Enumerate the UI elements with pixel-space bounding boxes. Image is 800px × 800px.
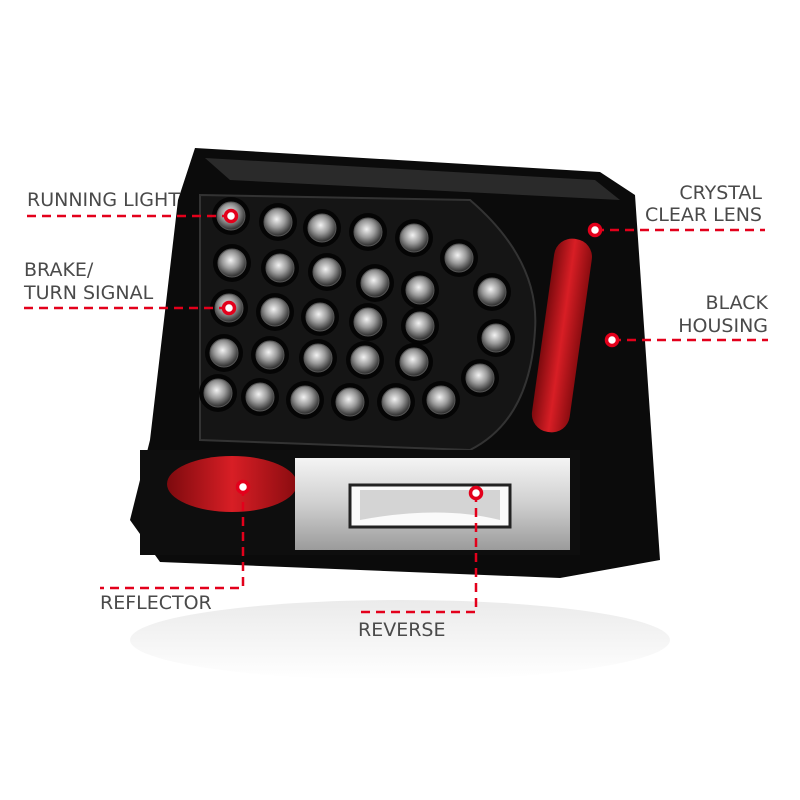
reverse-lens-detail	[360, 490, 500, 520]
side-reflector	[531, 238, 592, 433]
reflector	[167, 456, 297, 512]
led	[381, 387, 411, 417]
reflector-dot	[235, 479, 251, 495]
led	[481, 323, 511, 353]
led	[260, 297, 290, 327]
led	[263, 207, 293, 237]
floor-reflection	[130, 600, 670, 680]
led	[265, 253, 295, 283]
housing-top-edge	[205, 158, 620, 200]
brake-dot	[221, 300, 237, 316]
led	[290, 385, 320, 415]
callout-brake-line2: TURN SIGNAL	[24, 282, 154, 304]
led	[465, 363, 495, 393]
callout-lens-line2: CLEAR LENS	[645, 204, 762, 226]
led	[312, 257, 342, 287]
led	[353, 217, 383, 247]
led	[399, 223, 429, 253]
led	[477, 277, 507, 307]
led	[307, 213, 337, 243]
led	[360, 268, 390, 298]
running-light-dot	[223, 208, 239, 224]
reverse-dot	[468, 485, 484, 501]
callout-lines	[24, 214, 768, 614]
callout-brake-line1: BRAKE/	[24, 259, 94, 281]
callout-housing-line2: HOUSING	[678, 315, 768, 337]
led	[217, 248, 247, 278]
led	[209, 338, 239, 368]
led	[350, 345, 380, 375]
led	[203, 378, 233, 408]
callout-housing-line1: BLACK	[705, 292, 768, 314]
led	[399, 347, 429, 377]
led	[305, 302, 335, 332]
led	[245, 382, 275, 412]
led	[405, 311, 435, 341]
led	[255, 340, 285, 370]
led	[444, 243, 474, 273]
led	[303, 343, 333, 373]
led	[405, 275, 435, 305]
housing-dot	[604, 332, 620, 348]
led	[353, 307, 383, 337]
callout-dots	[221, 208, 620, 501]
led-array	[199, 197, 515, 421]
led	[335, 387, 365, 417]
callout-reflector: REFLECTOR	[100, 592, 212, 614]
callout-lens-line1: CRYSTAL	[679, 182, 762, 204]
callout-running-light: RUNNING LIGHT	[27, 189, 180, 211]
led	[426, 385, 456, 415]
callout-reverse: REVERSE	[358, 619, 446, 641]
lens-dot	[587, 222, 603, 238]
